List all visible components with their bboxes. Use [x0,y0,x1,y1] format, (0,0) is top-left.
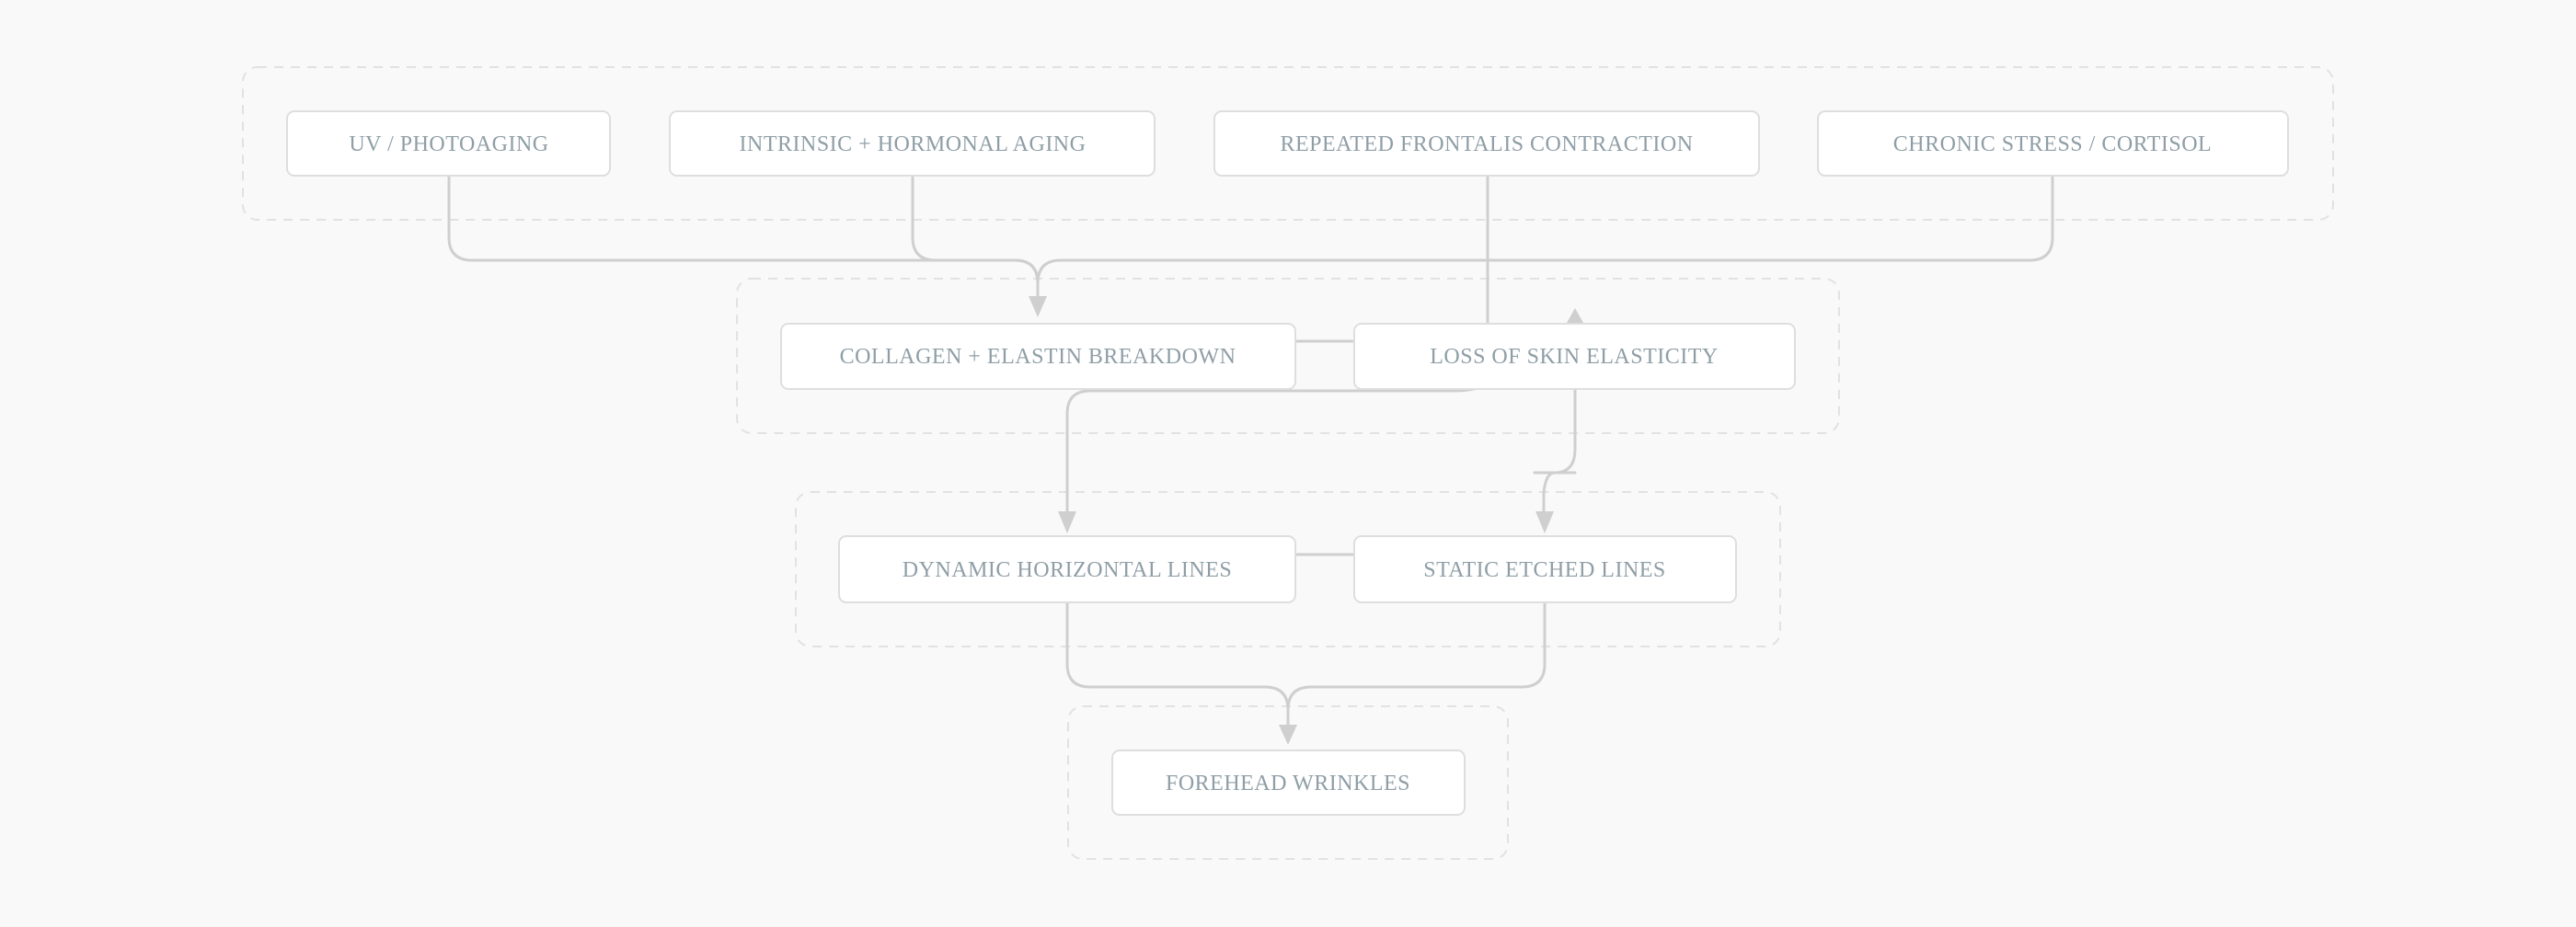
edge-stress-to-collagen [1036,174,2054,298]
node-static-etched-lines[interactable]: STATIC ETCHED LINES [1353,535,1737,603]
arrowhead-collagen [1029,296,1047,317]
arrowhead-dynamic [1058,511,1076,533]
edge-dynamic-to-wrinkles [1065,601,1290,728]
edge-elasticity-to-dynamic [1065,387,1476,513]
node-label: DYNAMIC HORIZONTAL LINES [903,558,1233,582]
edge-static-to-wrinkles [1286,601,1547,728]
node-loss-of-skin-elasticity[interactable]: LOSS OF SKIN ELASTICITY [1353,323,1796,390]
node-collagen-elastin-breakdown[interactable]: COLLAGEN + ELASTIN BREAKDOWN [780,323,1296,390]
edge-uv-to-collagen [447,174,1040,298]
node-repeated-frontalis-contraction[interactable]: REPEATED FRONTALIS CONTRACTION [1213,110,1760,177]
group-causes [242,66,2334,221]
node-intrinsic-hormonal-aging[interactable]: INTRINSIC + HORMONAL AGING [669,110,1156,177]
arrowhead-elasticity-top [1567,308,1583,323]
node-chronic-stress-cortisol[interactable]: CHRONIC STRESS / CORTISOL [1817,110,2289,177]
edge-intrinsic-to-collagen [911,174,1040,298]
node-label: CHRONIC STRESS / CORTISOL [1893,132,2212,156]
node-uv-photoaging[interactable]: UV / PHOTOAGING [286,110,611,177]
node-label: UV / PHOTOAGING [349,132,548,156]
arrowhead-static [1535,511,1554,533]
node-label: INTRINSIC + HORMONAL AGING [740,132,1087,156]
node-label: STATIC ETCHED LINES [1423,558,1666,582]
node-label: FOREHEAD WRINKLES [1166,772,1410,795]
node-label: COLLAGEN + ELASTIN BREAKDOWN [840,345,1236,369]
group-mechanisms [736,278,1840,434]
node-label: LOSS OF SKIN ELASTICITY [1430,345,1719,369]
edge-elasticity-to-static [1542,387,1577,513]
arrowhead-wrinkles [1279,725,1297,745]
node-forehead-wrinkles[interactable]: FOREHEAD WRINKLES [1111,750,1466,816]
node-dynamic-horizontal-lines[interactable]: DYNAMIC HORIZONTAL LINES [838,535,1296,603]
node-label: REPEATED FRONTALIS CONTRACTION [1280,132,1693,156]
